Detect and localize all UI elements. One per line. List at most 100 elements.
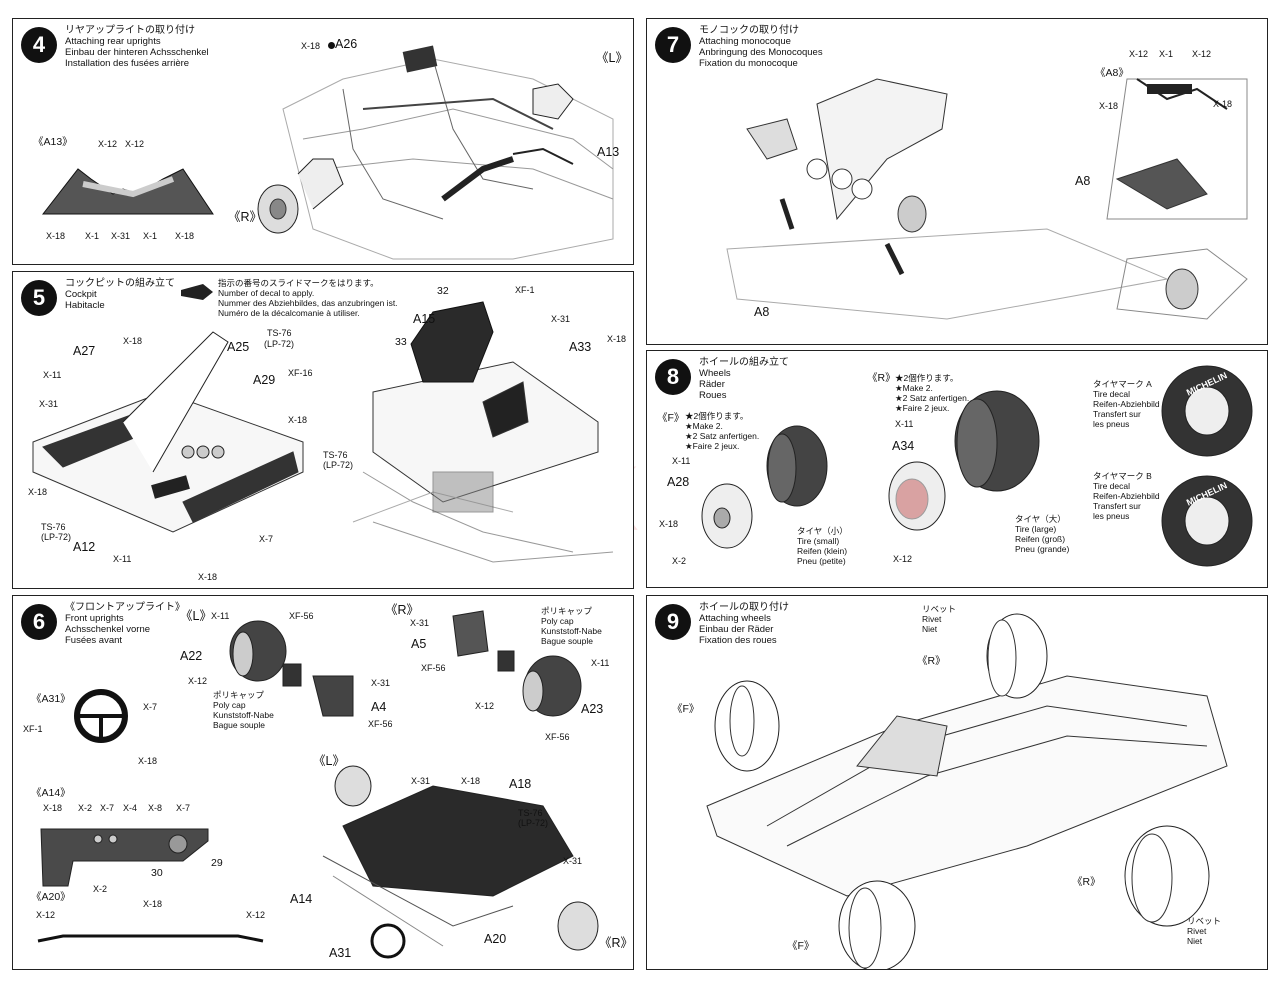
step-number-badge: 7 bbox=[655, 27, 691, 63]
part-label: X-18 bbox=[46, 231, 66, 241]
part-label: X-2 bbox=[672, 556, 687, 566]
part-label: TS-76 bbox=[518, 808, 543, 818]
step-title: モノコックの取り付け Attaching monocoque Anbringun… bbox=[699, 25, 823, 69]
part-label: X-1 bbox=[143, 231, 158, 241]
part-label: X-18 bbox=[43, 803, 63, 813]
part-label: A23 bbox=[581, 702, 604, 716]
part-label: (LP-72) bbox=[41, 532, 72, 542]
part-label: X-12 bbox=[893, 554, 913, 564]
part-label: X-11 bbox=[672, 456, 691, 466]
step-5-panel: 5 コックピットの組み立て Cockpit Habitacle 指示の番号のスラ… bbox=[12, 271, 634, 589]
part-label: X-12 bbox=[1192, 49, 1212, 59]
decal-number: 30 bbox=[151, 867, 163, 879]
part-label: X-31 bbox=[551, 314, 571, 324]
part-label: (LP-72) bbox=[264, 339, 295, 349]
part-label: X-11 bbox=[113, 554, 132, 564]
part-label: A13 bbox=[597, 145, 620, 159]
monocoque-illustration bbox=[726, 78, 1248, 320]
part-label: X-1 bbox=[85, 231, 100, 241]
part-label: A29 bbox=[253, 373, 276, 387]
part-label: X-12 bbox=[246, 910, 266, 920]
decal-number: 29 bbox=[211, 857, 223, 869]
step-title: ホイールの取り付け Attaching wheels Einbau der Rä… bbox=[699, 602, 789, 646]
part-label: XF-56 bbox=[545, 732, 570, 742]
part-label: X-31 bbox=[39, 399, 59, 409]
bullet-dot bbox=[328, 42, 335, 49]
tire-large-note: タイヤ（大）Tire (large)Reifen (groß)Pneu (gra… bbox=[1015, 514, 1070, 554]
part-label: X-31 bbox=[563, 856, 583, 866]
part-label: X-4 bbox=[123, 803, 138, 813]
part-label: X-12 bbox=[98, 139, 118, 149]
part-label: X-18 bbox=[143, 899, 163, 909]
step-title: ホイールの組み立て Wheels Räder Roues bbox=[699, 357, 789, 401]
part-label: A26 bbox=[335, 37, 358, 51]
part-label: A14 bbox=[290, 892, 313, 906]
part-label: X-18 bbox=[123, 336, 143, 346]
part-label: 《A20》 bbox=[31, 891, 71, 903]
part-label: X-11 bbox=[211, 611, 230, 621]
make2-note: ★2個作ります。★Make 2.★2 Satz anfertigen.★Fair… bbox=[895, 373, 970, 413]
part-label: X-18 bbox=[1213, 99, 1233, 109]
tire-small-note: タイヤ（小）Tire (small)Reifen (klein)Pneu (pe… bbox=[797, 526, 848, 566]
part-label: TS-76 bbox=[267, 328, 292, 338]
part-label: X-18 bbox=[288, 415, 308, 425]
part-label: A28 bbox=[667, 475, 690, 489]
decal-note: 指示の番号のスライドマークをはります。 Number of decal to a… bbox=[218, 278, 398, 318]
part-label: X-7 bbox=[143, 702, 158, 712]
part-label: X-7 bbox=[259, 534, 274, 544]
side-label: 《F》 bbox=[672, 703, 700, 715]
side-label: 《F》 bbox=[787, 940, 815, 952]
part-label: X-18 bbox=[301, 41, 321, 51]
part-label: XF-1 bbox=[23, 724, 43, 734]
part-label: XF-16 bbox=[288, 368, 313, 378]
make2-note: ★2個作ります。★Make 2.★2 Satz anfertigen.★Fair… bbox=[685, 411, 760, 451]
part-label: X-12 bbox=[125, 139, 145, 149]
side-label: 《F》 bbox=[657, 412, 685, 424]
part-label: TS-76 bbox=[41, 522, 66, 532]
side-label: 《R》 bbox=[867, 372, 896, 384]
part-label: X-8 bbox=[148, 803, 163, 813]
side-label: 《R》 bbox=[228, 210, 263, 224]
part-label: A12 bbox=[73, 540, 96, 554]
part-label: A22 bbox=[180, 649, 203, 663]
step-9-panel: 9 ホイールの取り付け Attaching wheels Einbau der … bbox=[646, 595, 1268, 970]
part-label: X-31 bbox=[411, 776, 431, 786]
part-label: X-12 bbox=[188, 676, 208, 686]
part-label: X-2 bbox=[78, 803, 93, 813]
part-label: 《A14》 bbox=[31, 787, 71, 799]
step-number-badge: 8 bbox=[655, 359, 691, 395]
part-label: A20 bbox=[484, 932, 507, 946]
part-label: X-7 bbox=[100, 803, 115, 813]
part-label: A8 bbox=[754, 305, 770, 319]
step-number-badge: 6 bbox=[21, 604, 57, 640]
part-label: (LP-72) bbox=[323, 460, 354, 470]
part-label: 《A8》 bbox=[1095, 67, 1129, 79]
part-label: XF-56 bbox=[421, 663, 446, 673]
part-label: X-31 bbox=[371, 678, 391, 688]
part-label: (LP-72) bbox=[518, 818, 549, 828]
part-label: A25 bbox=[227, 340, 250, 354]
part-label: XF-56 bbox=[368, 719, 393, 729]
part-label: 《A13》 bbox=[33, 136, 73, 148]
side-label: 《L》 bbox=[313, 754, 345, 768]
part-label: A4 bbox=[371, 700, 387, 714]
part-label: 《A31》 bbox=[31, 693, 71, 705]
side-label: 《L》 bbox=[180, 609, 212, 623]
decal-number: 32 bbox=[437, 285, 449, 297]
step-4-panel: 4 リヤアップライトの取り付け Attaching rear uprights … bbox=[12, 18, 634, 265]
step-title: リヤアップライトの取り付け Attaching rear uprights Ei… bbox=[65, 25, 209, 69]
part-label: XF-1 bbox=[515, 285, 535, 295]
part-label: X-12 bbox=[36, 910, 56, 920]
part-label: X-11 bbox=[895, 419, 914, 429]
part-label: X-18 bbox=[138, 756, 158, 766]
part-label: A8 bbox=[1075, 174, 1091, 188]
part-label: X-31 bbox=[410, 618, 430, 628]
part-label: X-12 bbox=[475, 701, 495, 711]
part-label: A27 bbox=[73, 344, 96, 358]
part-label: X-12 bbox=[1129, 49, 1149, 59]
